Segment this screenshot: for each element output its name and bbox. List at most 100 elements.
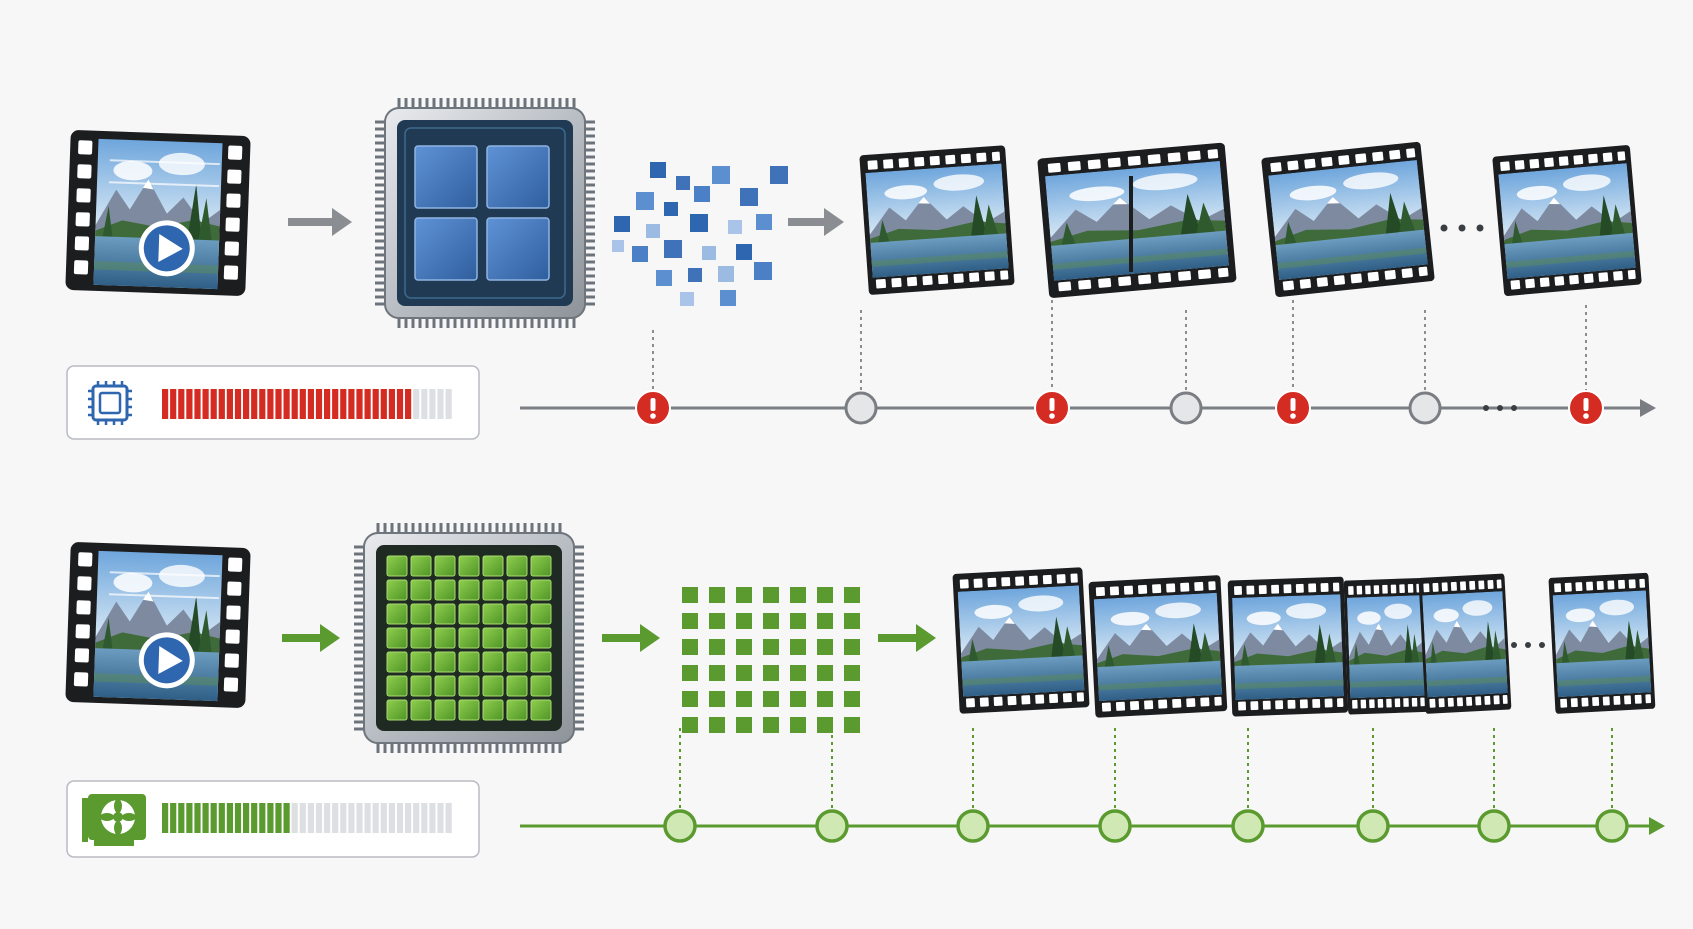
film-frame xyxy=(1261,141,1435,297)
load-segment-filled xyxy=(405,389,412,419)
film-frame xyxy=(1492,145,1642,296)
data-block xyxy=(709,665,725,681)
timeline-event xyxy=(956,809,990,843)
film-frame xyxy=(1037,142,1236,298)
ordered-data-blocks xyxy=(682,587,860,733)
load-segment-empty xyxy=(445,803,452,833)
data-block xyxy=(817,691,833,707)
gpu-core xyxy=(410,651,432,673)
data-block xyxy=(844,639,860,655)
cpu-core-grid xyxy=(414,145,550,281)
timeline-event xyxy=(1356,809,1390,843)
ellipsis-dot xyxy=(1525,642,1531,648)
load-segment-filled xyxy=(186,389,193,419)
timeline-event xyxy=(815,809,849,843)
load-segment-filled xyxy=(162,389,169,419)
load-segment-filled xyxy=(307,389,314,419)
source-video-icon xyxy=(65,130,250,296)
ellipsis-dot xyxy=(1497,405,1503,411)
data-block xyxy=(694,186,710,202)
timeline-event xyxy=(844,391,878,425)
gpu-core xyxy=(410,627,432,649)
load-segment-empty xyxy=(421,803,428,833)
arrow-right-icon xyxy=(602,624,660,652)
load-segment-filled xyxy=(218,803,225,833)
gpu-core xyxy=(386,675,408,697)
gpu-core xyxy=(410,579,432,601)
scattered-data-blocks xyxy=(612,162,788,306)
timeline-event xyxy=(1231,809,1265,843)
timeline-event xyxy=(1169,391,1203,425)
exclamation-dot xyxy=(650,413,656,419)
gpu-load-bar xyxy=(162,803,452,833)
gpu-core xyxy=(482,675,504,697)
data-block xyxy=(656,270,672,286)
arrow-right-icon xyxy=(282,624,340,652)
load-segment-empty xyxy=(413,803,420,833)
gpu-core xyxy=(458,651,480,673)
load-segment-empty xyxy=(429,389,436,419)
gpu-core xyxy=(482,603,504,625)
gpu-core xyxy=(458,699,480,721)
load-segment-filled xyxy=(194,803,201,833)
data-block xyxy=(844,691,860,707)
gpu-core xyxy=(386,651,408,673)
film-frame xyxy=(859,145,1014,295)
load-segment-filled xyxy=(202,803,209,833)
load-segment-empty xyxy=(348,803,355,833)
data-block xyxy=(612,240,624,252)
gpu-chip-icon xyxy=(354,523,584,753)
gpu-core xyxy=(410,699,432,721)
load-segment-filled xyxy=(356,389,363,419)
gpu-core xyxy=(458,627,480,649)
gpu-core xyxy=(530,579,552,601)
timeline-event xyxy=(1098,809,1132,843)
film-frame xyxy=(1418,574,1511,714)
data-block xyxy=(763,717,779,733)
cpu-chip-icon xyxy=(375,98,595,328)
data-block xyxy=(682,717,698,733)
data-block xyxy=(844,587,860,603)
cpu-chip-icon xyxy=(88,381,132,425)
gpu-core xyxy=(434,699,456,721)
load-segment-filled xyxy=(283,803,290,833)
load-segment-filled xyxy=(324,389,331,419)
gpu-core xyxy=(506,675,528,697)
load-segment-empty xyxy=(396,803,404,833)
data-block xyxy=(650,162,666,178)
gpu-load-panel xyxy=(66,780,480,858)
load-segment-empty xyxy=(315,803,323,833)
load-segment-filled xyxy=(218,389,225,419)
ellipsis-dot xyxy=(1539,642,1545,648)
load-segment-filled xyxy=(251,389,258,419)
data-block xyxy=(770,166,788,184)
load-segment-filled xyxy=(259,803,266,833)
data-block xyxy=(763,639,779,655)
arrow-right-icon xyxy=(1649,817,1665,835)
load-segment-empty xyxy=(429,803,436,833)
film-frame xyxy=(1344,578,1429,715)
load-segment-empty xyxy=(324,803,331,833)
data-block xyxy=(728,220,742,234)
load-segment-empty xyxy=(364,803,371,833)
cpu-core xyxy=(486,217,550,281)
gpu-core xyxy=(506,579,528,601)
gpu-core xyxy=(482,555,504,577)
data-block xyxy=(614,216,630,232)
output-frames-cpu xyxy=(859,141,1642,298)
gpu-core xyxy=(386,603,408,625)
gpu-core xyxy=(434,651,456,673)
load-segment-filled xyxy=(210,389,217,419)
gpu-core xyxy=(506,699,528,721)
data-block xyxy=(709,613,725,629)
data-block xyxy=(817,665,833,681)
data-block xyxy=(844,665,860,681)
load-segment-filled xyxy=(162,803,169,833)
timeline-event xyxy=(1477,809,1511,843)
gpu-core xyxy=(482,627,504,649)
load-segment-empty xyxy=(405,803,412,833)
data-block xyxy=(736,665,752,681)
arrow-right-icon xyxy=(288,208,352,236)
load-segment-filled xyxy=(267,389,274,419)
